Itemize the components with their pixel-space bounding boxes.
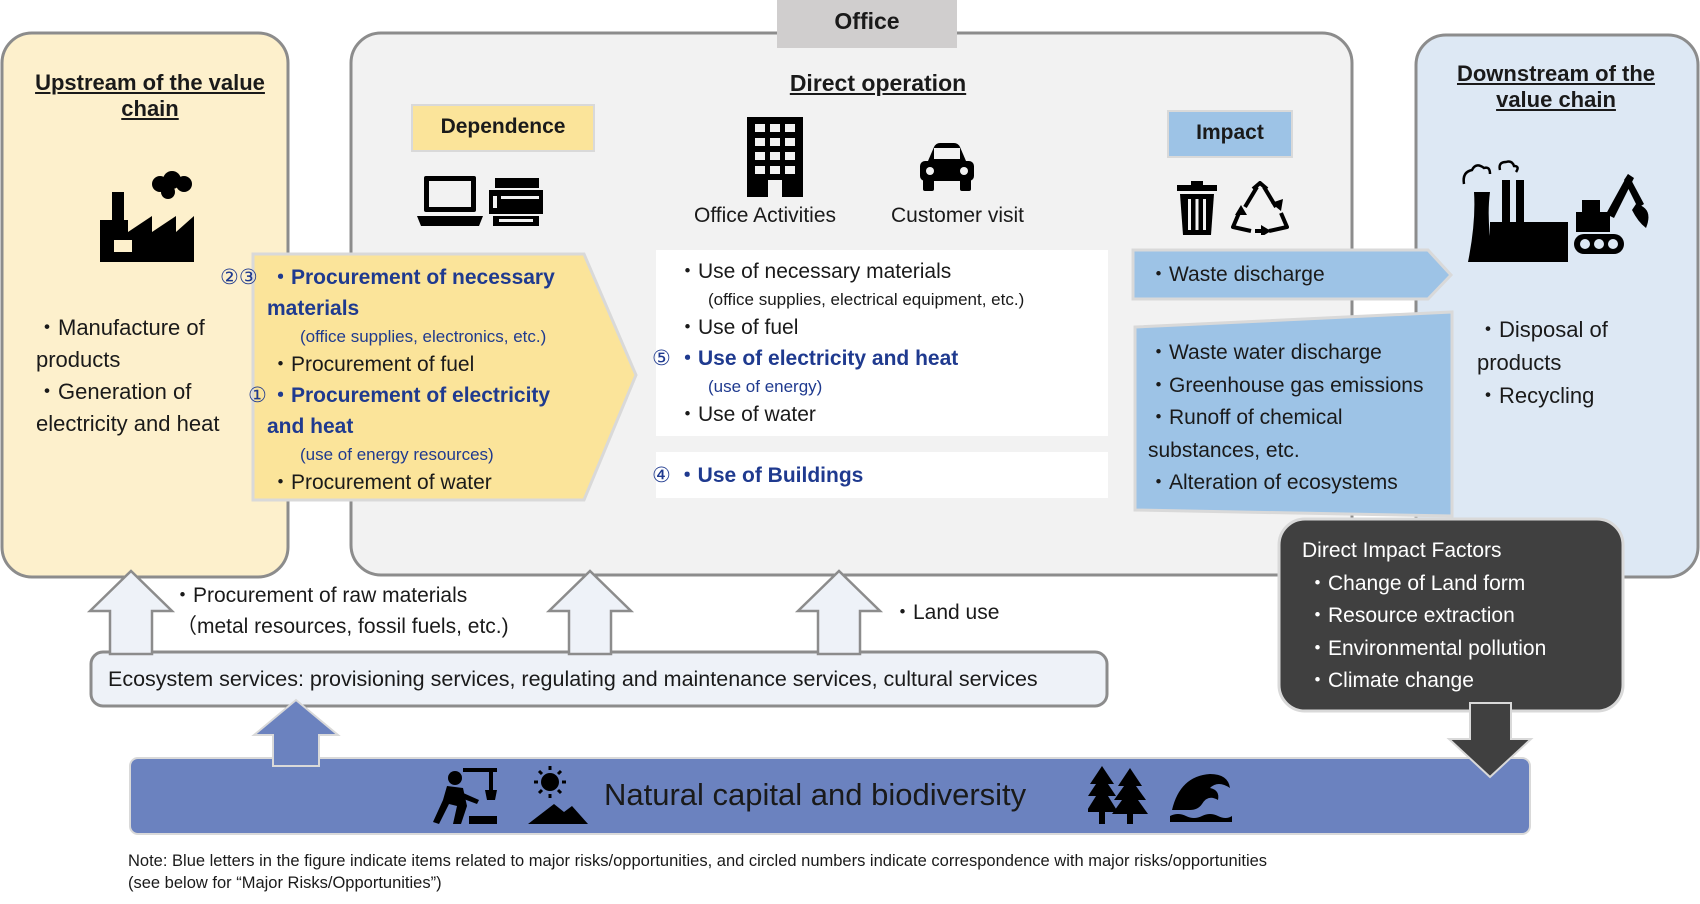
direct-impact-item: ・Change of Land form [1307, 571, 1526, 595]
raw-materials-text: ・Procurement of raw materials （metal res… [172, 580, 552, 642]
impact-item: ・Greenhouse gas emissions [1148, 373, 1424, 397]
dependence-item-materials-cont: materials [267, 297, 360, 320]
land-use-text: ・Land use [892, 601, 1000, 624]
impact-item-waste: ・Waste discharge [1148, 263, 1325, 286]
power-plant-icon [1462, 160, 1568, 262]
upstream-item: electricity and heat [36, 411, 220, 436]
raw-materials-line1: ・Procurement of raw materials [172, 584, 468, 607]
direct-impact-item: ・Resource extraction [1307, 604, 1515, 627]
miner-icon [433, 768, 497, 824]
operation-item-materials: ・Use of necessary materials [677, 260, 952, 283]
direct-impact-title: Direct Impact Factors [1302, 539, 1502, 562]
forest-icon [1088, 766, 1148, 824]
office-building-icon [747, 117, 803, 197]
circled-marker: ②③ [220, 266, 258, 289]
natural-capital-text: Natural capital and biodiversity [604, 777, 1027, 812]
dependence-items: ②③ ・Procurement of necessary materials (… [220, 262, 600, 498]
dependence-item-materials: ・Procurement of necessary [270, 266, 555, 289]
downstream-item: ・Recycling [1477, 383, 1595, 408]
dependence-item-materials-note: (office supplies, electronics, etc.) [300, 327, 547, 346]
downstream-item: ・Disposal of [1477, 317, 1608, 342]
operation-item-water: ・Use of water [677, 403, 816, 426]
excavator-icon [1574, 174, 1649, 254]
buildings-panel [656, 452, 1108, 498]
office-tab [777, 0, 957, 48]
direct-impact-content: Direct Impact Factors ・Change of Land fo… [1302, 535, 1612, 698]
downstream-box [1414, 33, 1700, 579]
operation-item-electricity-note: (use of energy) [708, 377, 823, 396]
upstream-item: ・Manufacture of [36, 315, 205, 340]
impact-items: ・Waste water discharge ・Greenhouse gas e… [1148, 337, 1448, 500]
downstream-title-line1: Downstream of the [1456, 61, 1656, 86]
up-arrow-upstream [86, 569, 176, 656]
impact-item: ・Waste water discharge [1148, 341, 1382, 364]
waste-arrow [1131, 248, 1454, 301]
dependence-item-electricity: ・Procurement of electricity [270, 384, 551, 407]
up-arrow-operation [794, 569, 884, 656]
direct-impact-item: ・Climate change [1307, 669, 1474, 692]
ecosystem-services-text: Ecosystem services: provisioning service… [108, 667, 1038, 691]
upstream-title: Upstream of the value chain [15, 70, 285, 122]
circled-marker: ① [248, 384, 267, 407]
dependence-item-water: ・Procurement of water [270, 471, 492, 494]
upstream-items: ・Manufacture of products ・Generation of … [36, 312, 286, 440]
trash-icon [1177, 181, 1217, 235]
office-label: Office [834, 8, 900, 34]
upstream-title-line2: chain [121, 96, 179, 121]
impact-label: Impact [1196, 121, 1264, 144]
sun-mountain-icon [528, 766, 588, 824]
office-activities-label: Office Activities [694, 204, 836, 227]
downstream-item: products [1477, 350, 1562, 375]
operation-item-materials-note: (office supplies, electrical equipment, … [708, 290, 1025, 309]
impact-item: substances, etc. [1148, 438, 1300, 462]
upstream-item: products [36, 347, 121, 372]
down-arrow-direct-impact [1446, 702, 1534, 779]
direct-impact-box [1277, 517, 1625, 713]
wave-icon [1170, 774, 1232, 822]
impact-panel [1133, 310, 1454, 518]
impact-item: ・Alteration of ecosystems [1148, 471, 1398, 494]
impact-label-box [1167, 110, 1293, 158]
operation-panel [656, 250, 1108, 436]
circled-marker: ⑤ [652, 347, 671, 370]
downstream-title-line2: value chain [1496, 87, 1616, 112]
note-text: Note: Blue letters in the figure indicat… [128, 850, 1688, 894]
dependence-item-electricity-cont: and heat [267, 415, 354, 438]
buildings-row: ④ ・Use of Buildings [652, 460, 1112, 491]
direct-impact-item: ・Environmental pollution [1307, 636, 1547, 660]
upstream-title-line1: Upstream of the value [35, 70, 265, 95]
recycle-icon [1231, 181, 1289, 235]
laptop-icon [417, 176, 483, 226]
upstream-item: ・Generation of [36, 379, 192, 404]
impact-item: ・Runoff of chemical [1148, 406, 1343, 429]
up-arrow-dependence [545, 569, 635, 656]
factory-icon [100, 171, 194, 262]
dependence-arrow [251, 252, 638, 502]
direct-operation-title: Direct operation [789, 70, 967, 96]
operation-items: ・Use of necessary materials (office supp… [652, 256, 1112, 430]
customer-visit-label: Customer visit [890, 204, 1025, 227]
note-line1: Note: Blue letters in the figure indicat… [128, 852, 1268, 870]
car-icon [920, 143, 974, 191]
circled-marker: ④ [652, 464, 671, 487]
printer-icon [489, 178, 543, 226]
dependence-label: Dependence [440, 115, 566, 138]
operation-item-buildings: ・Use of Buildings [676, 464, 864, 487]
dependence-item-electricity-note: (use of energy resources) [300, 445, 494, 464]
dependence-label-box [411, 104, 595, 152]
downstream-items: ・Disposal of products ・Recycling [1477, 313, 1677, 412]
operation-item-fuel: ・Use of fuel [677, 316, 799, 339]
note-line2: (see below for “Major Risks/Opportunitie… [128, 874, 442, 892]
downstream-title: Downstream of the value chain [1420, 61, 1692, 113]
up-arrow-natural-capital [251, 698, 341, 767]
raw-materials-line2: （metal resources, fossil fuels, etc.) [176, 615, 509, 638]
dependence-item-fuel: ・Procurement of fuel [270, 353, 475, 376]
operation-item-electricity: ・Use of electricity and heat [677, 347, 959, 370]
